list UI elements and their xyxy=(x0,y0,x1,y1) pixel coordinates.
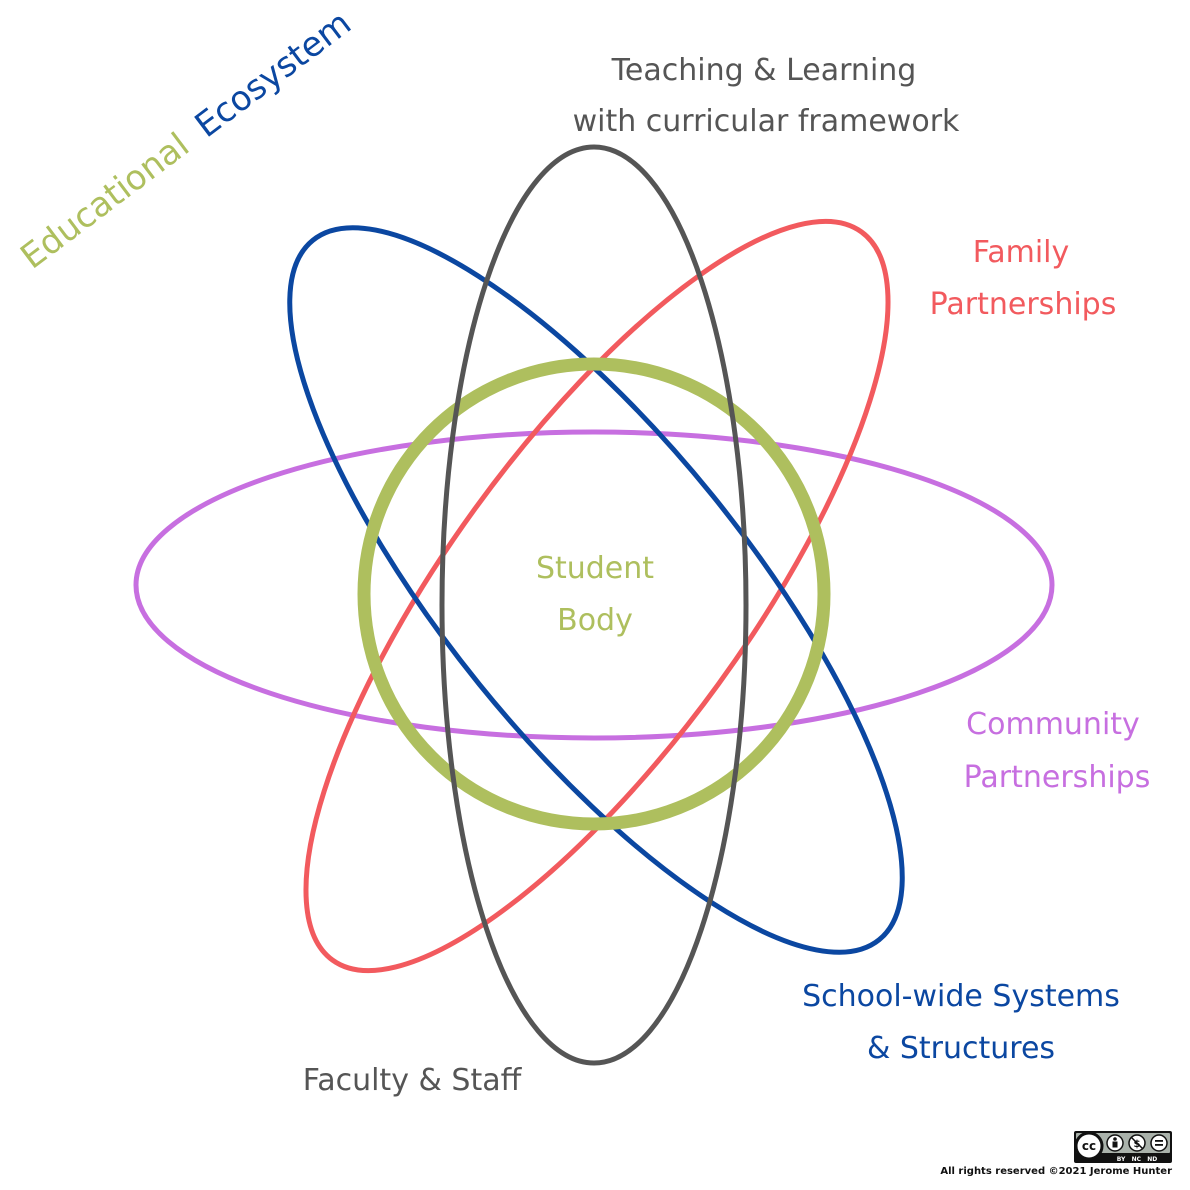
community-partnerships-label-line1: Community xyxy=(966,707,1140,742)
community-partnerships-orbit xyxy=(133,429,1055,741)
copyright-credit: All rights reserved ©2021 Jerome Hunter xyxy=(940,1166,1172,1177)
school-wide-systems-label-line1: School-wide Systems xyxy=(802,979,1120,1014)
family-partnerships-label-line1: Family xyxy=(973,235,1070,270)
school-wide-systems-label-line2: & Structures xyxy=(867,1031,1055,1066)
cc-badge-sublabel: BY NC ND xyxy=(1117,1156,1158,1163)
family-partnerships-orbit xyxy=(303,218,891,974)
faculty-staff-label: Faculty & Staff xyxy=(303,1063,523,1098)
svg-text:$: $ xyxy=(1134,1139,1141,1150)
teaching-learning-label-line1: Teaching & Learning xyxy=(611,53,917,88)
title-word-ecosystem: Ecosystem xyxy=(188,3,359,146)
community-partnerships-label-line2: Partnerships xyxy=(964,760,1151,795)
student-body-label-line2: Body xyxy=(557,603,633,638)
teaching-learning-label-line2: with curricular framework xyxy=(573,104,960,139)
diagram-title: Educational Ecosystem xyxy=(13,3,358,277)
cc-logo-text: cc xyxy=(1082,1139,1096,1153)
teaching-learning-orbit xyxy=(439,144,749,1066)
noderivatives-icon xyxy=(1150,1134,1168,1152)
school-wide-systems-orbit xyxy=(287,225,905,955)
student-body-label-line1: Student xyxy=(536,551,654,586)
title-word-educational: Educational xyxy=(13,125,196,277)
family-partnerships-label-line2: Partnerships xyxy=(930,287,1117,322)
cc-logo-icon xyxy=(1074,1131,1104,1161)
student-body-circle xyxy=(357,357,831,831)
cc-license-badge: cc $ BY NC ND xyxy=(1074,1131,1172,1163)
